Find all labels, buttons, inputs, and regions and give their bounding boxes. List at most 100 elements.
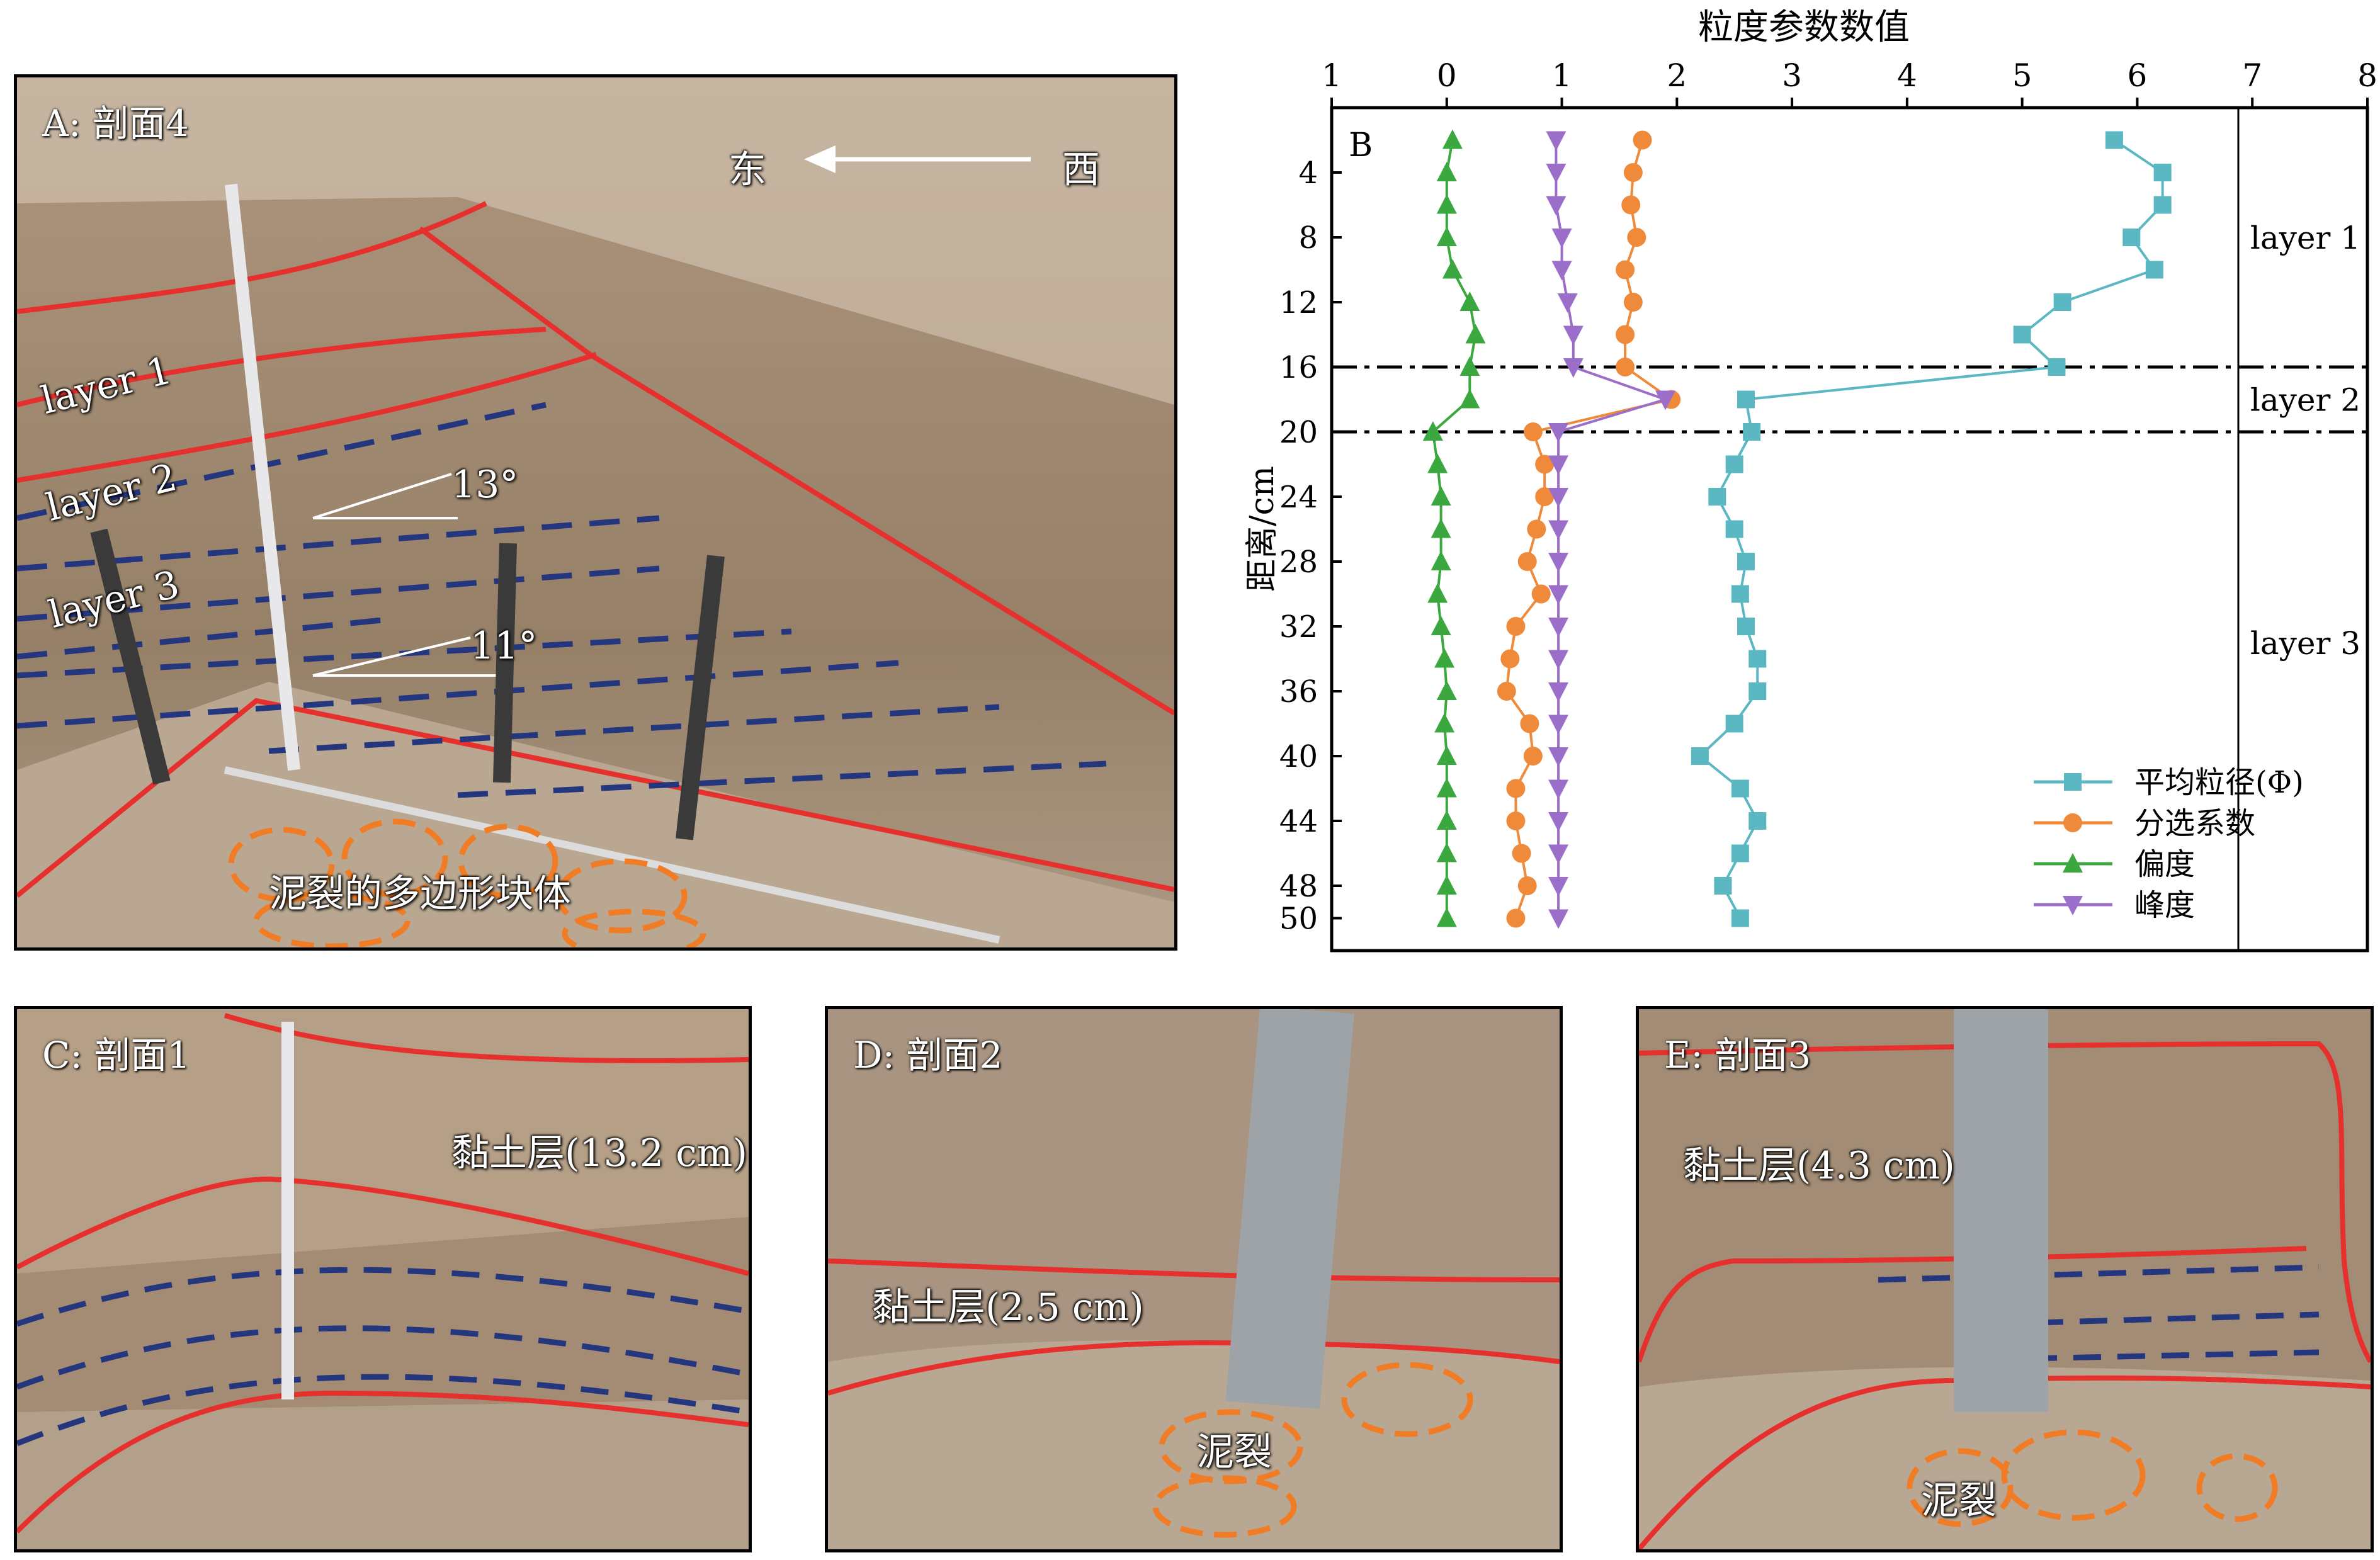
panel-a-west: 西: [1062, 148, 1100, 192]
data-point-triangle-down: [1548, 779, 1569, 800]
data-point-square: [1737, 618, 1755, 635]
data-point-square: [2153, 196, 2172, 214]
data-point-circle: [1616, 260, 1635, 280]
series-line: [1697, 138, 2164, 919]
panel-a-angle-marks: [312, 473, 508, 677]
x-tick-label: 1: [1552, 57, 1572, 94]
data-point-circle: [1500, 649, 1520, 669]
panel-a-label: A: 剖面4: [42, 102, 189, 145]
data-point-circle: [1527, 519, 1546, 539]
data-point-circle: [1627, 228, 1646, 247]
y-tick-label: 8: [1298, 220, 1318, 256]
data-point-circle: [1506, 617, 1526, 636]
data-point-triangle-up: [1442, 259, 1463, 279]
data-point-triangle-up: [1422, 421, 1443, 441]
y-tick-label: 4: [1298, 155, 1318, 191]
data-point-triangle-down: [1563, 358, 1584, 378]
panel-a-boundary-base: [17, 698, 1174, 898]
y-tick-label: 36: [1279, 674, 1318, 709]
chart-title: 粒度参数数值: [1698, 7, 1910, 48]
data-point-triangle-up: [1427, 453, 1448, 473]
data-point-circle: [1512, 844, 1531, 863]
data-point-square: [1714, 877, 1732, 895]
data-point-square: [1731, 585, 1749, 603]
y-tick-label: 32: [1279, 609, 1318, 645]
data-point-square: [2145, 261, 2163, 279]
series-square: [1691, 131, 2172, 927]
x-tick-label: 1: [1322, 57, 1342, 94]
panel-a-angle2-label: 11°: [470, 624, 538, 668]
data-point-triangle-up: [1436, 745, 1457, 765]
data-point-square: [2053, 293, 2071, 311]
panel-d-boundary-top: [828, 1258, 1560, 1282]
data-point-square: [2013, 325, 2031, 344]
data-point-circle: [1535, 455, 1555, 474]
y-tick-label: 24: [1279, 480, 1318, 515]
panel-c-clay-layer: 黏土层(13.2 cm): [451, 1131, 747, 1175]
x-tick-label: 4: [1897, 57, 1917, 94]
data-point-circle: [1523, 747, 1543, 766]
data-point-circle: [1497, 682, 1516, 701]
data-point-square: [2064, 773, 2082, 791]
data-point-triangle-up: [1436, 777, 1457, 798]
data-point-circle: [1520, 714, 1539, 733]
chart-plot-frame: [1330, 106, 2369, 952]
series-triangle-down: [1546, 131, 1676, 929]
y-tick-label: 44: [1279, 804, 1318, 839]
series-circle: [1497, 130, 1681, 928]
data-point-square: [1748, 682, 1767, 700]
data-point-triangle-up: [2063, 853, 2083, 873]
y-tick-label: 50: [1279, 902, 1318, 937]
data-point-square: [1748, 650, 1767, 668]
data-point-triangle-down: [1548, 455, 1569, 475]
data-point-triangle-up: [1431, 486, 1451, 506]
data-point-square: [2122, 229, 2141, 246]
panel-e-boundary-mid: [1639, 1246, 2307, 1363]
data-point-circle: [1506, 811, 1526, 830]
panel-d-label: D: 剖面2: [853, 1034, 1003, 1077]
panel-a-mudcrack-polygons: [228, 818, 706, 947]
data-point-triangle-up: [1442, 129, 1463, 149]
data-point-triangle-up: [1431, 551, 1451, 570]
data-point-triangle-down: [2063, 896, 2083, 915]
panel-e-clay-layer: 黏土层(4.3 cm): [1683, 1144, 1955, 1188]
data-point-triangle-up: [1465, 324, 1486, 344]
data-point-circle: [1621, 195, 1641, 215]
data-point-triangle-up: [1436, 681, 1457, 700]
legend-label: 分选系数: [2134, 806, 2255, 841]
panel-c-boundary-base: [17, 1390, 749, 1534]
y-tick-label: 16: [1279, 350, 1318, 385]
panel-d-clay-layer: 黏土层(2.5 cm): [872, 1286, 1144, 1330]
panel-a-angle1-label: 13°: [451, 463, 519, 507]
data-point-square: [1725, 455, 1743, 473]
x-tick-label: 0: [1437, 57, 1457, 94]
data-point-square: [1708, 488, 1726, 506]
data-point-circle: [1506, 908, 1526, 928]
legend-label: 平均粒径(Φ): [2134, 765, 2304, 800]
y-tick-label: 12: [1279, 285, 1318, 320]
data-point-circle: [1623, 163, 1643, 182]
series-line: [1555, 140, 1670, 918]
panel-a-boundary-2-3: [17, 352, 598, 483]
panel-e-boundary-top: [1639, 1041, 2371, 1364]
panel-d-drawing: [828, 1009, 1560, 1549]
data-point-triangle-up: [1434, 648, 1455, 668]
x-tick-label: 6: [2128, 57, 2148, 94]
data-point-triangle-down: [1557, 293, 1578, 313]
data-point-triangle-up: [1431, 518, 1451, 538]
legend-label: 偏度: [2134, 847, 2195, 882]
data-point-square: [1725, 520, 1743, 538]
data-point-triangle-down: [1546, 196, 1567, 216]
panel-c-photo: C: 剖面1 黏土层(13.2 cm): [14, 1006, 752, 1552]
panel-a-mudcrack-caption: 泥裂的多边形块体: [269, 872, 571, 916]
data-point-triangle-down: [1548, 520, 1569, 540]
panel-d-mudcrack: 泥裂: [1196, 1430, 1272, 1474]
data-point-triangle-up: [1436, 907, 1457, 927]
panel-c-boundary-mid: [17, 1176, 749, 1276]
data-point-triangle-down: [1548, 682, 1569, 702]
data-point-circle: [1523, 422, 1543, 441]
data-point-triangle-down: [1548, 585, 1569, 605]
panel-a-tape-ground: [224, 766, 1000, 944]
